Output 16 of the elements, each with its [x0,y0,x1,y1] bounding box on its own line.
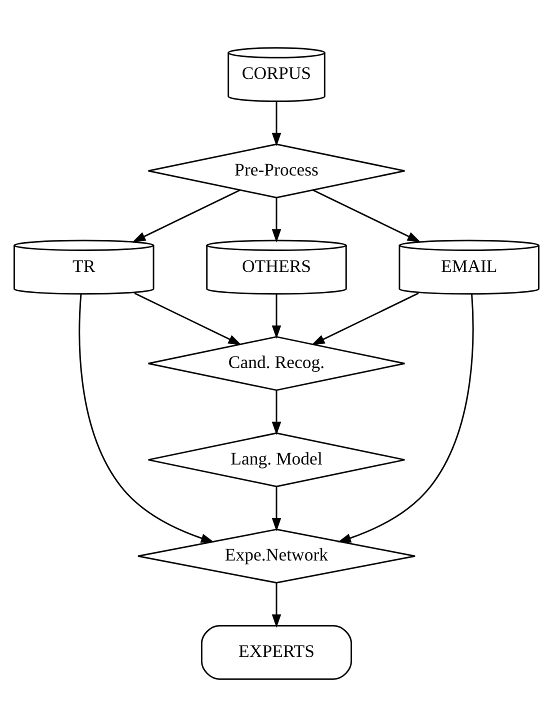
arrow [272,582,282,628]
arrow [132,189,240,242]
node-diamond: Pre-Process [148,142,406,198]
arrow [272,486,282,531]
node-box: EXPERTS [200,624,352,680]
arrow [311,292,419,345]
arrow [272,294,282,338]
node-diamond: Expe.Network [137,528,416,584]
arrow [134,292,242,345]
arrow [272,390,282,435]
arrow [272,197,282,242]
arrow [338,293,474,542]
arrow [272,101,282,146]
arrow [312,189,421,242]
node-diamond: Lang. Model [148,432,406,487]
arrow [78,293,214,542]
